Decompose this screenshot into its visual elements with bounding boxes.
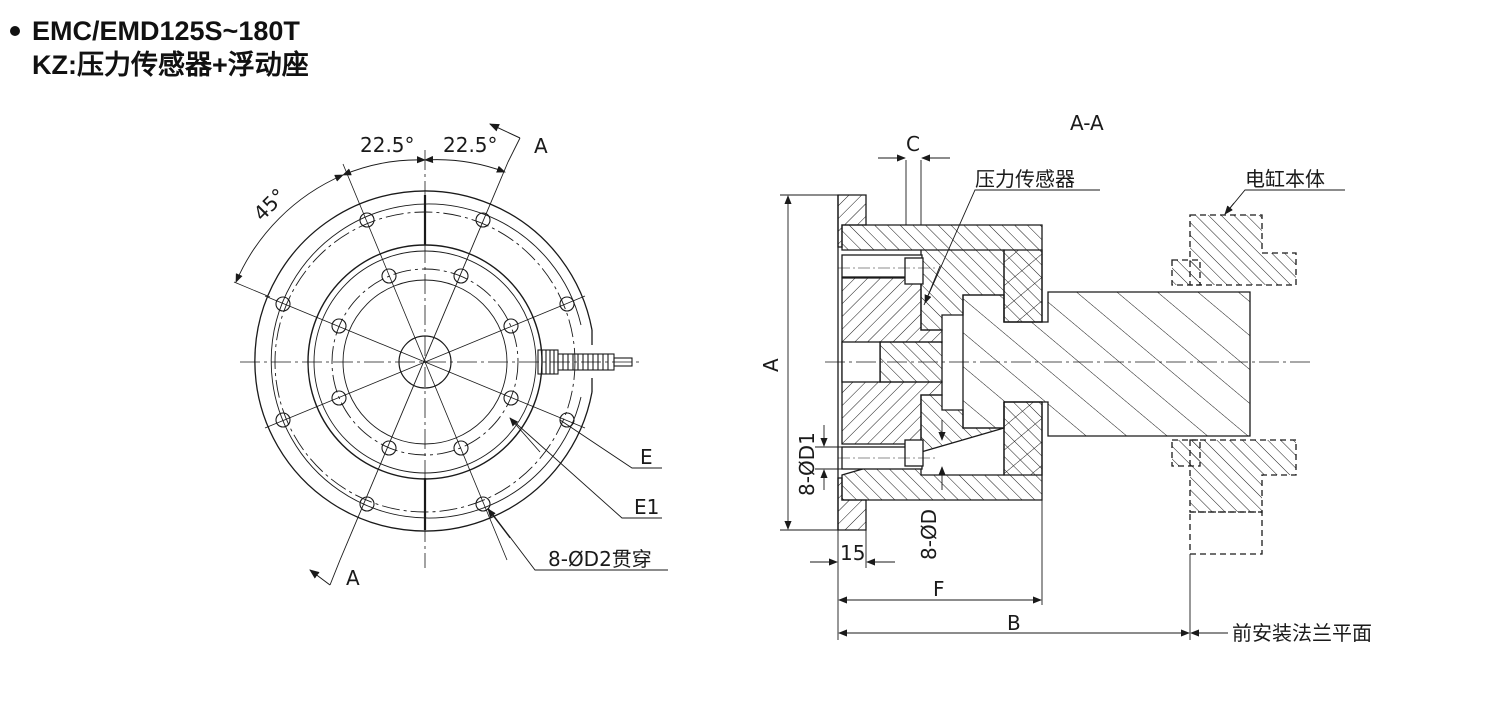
inner-holes bbox=[331, 268, 519, 456]
section-label-bottom: A bbox=[346, 566, 360, 590]
label-cylinder-body: 电缸本体 bbox=[1245, 167, 1325, 191]
model-title: EMC/EMD125S~180T bbox=[32, 16, 300, 46]
dim-d: 8-ØD bbox=[917, 509, 941, 560]
model-line: EMC/EMD125S~180T bbox=[8, 14, 309, 48]
label-through-holes: 8-ØD2贯穿 bbox=[548, 547, 652, 571]
angle-left-label: 22.5° bbox=[360, 133, 415, 157]
sub-line: KZ:压力传感器+浮动座 bbox=[32, 48, 309, 82]
dim-c: C bbox=[906, 132, 920, 156]
cable-connector bbox=[537, 349, 633, 375]
label-e1: E1 bbox=[634, 495, 659, 519]
section-view bbox=[837, 194, 1297, 555]
section-title: A-A bbox=[1070, 111, 1104, 135]
outer-bolt-holes bbox=[275, 212, 575, 512]
bullet-icon bbox=[10, 26, 20, 36]
angle-45-label: 45° bbox=[249, 183, 291, 225]
dim-a: A bbox=[759, 358, 783, 372]
section-label-top: A bbox=[534, 134, 548, 158]
flange-outline bbox=[254, 190, 593, 532]
label-front-flange: 前安装法兰平面 bbox=[1232, 621, 1372, 645]
dim-f: F bbox=[933, 577, 945, 601]
dim-15: 15 bbox=[840, 541, 865, 565]
header: EMC/EMD125S~180T KZ:压力传感器+浮动座 bbox=[8, 14, 309, 82]
label-e: E bbox=[640, 445, 653, 469]
subtitle: KZ:压力传感器+浮动座 bbox=[32, 50, 309, 80]
label-pressure-sensor: 压力传感器 bbox=[975, 167, 1075, 191]
section-dimensions bbox=[780, 154, 1345, 640]
dim-b: B bbox=[1007, 611, 1021, 635]
dim-d1: 8-ØD1 bbox=[795, 432, 819, 496]
front-view bbox=[233, 123, 668, 586]
angle-right-label: 22.5° bbox=[443, 133, 498, 157]
